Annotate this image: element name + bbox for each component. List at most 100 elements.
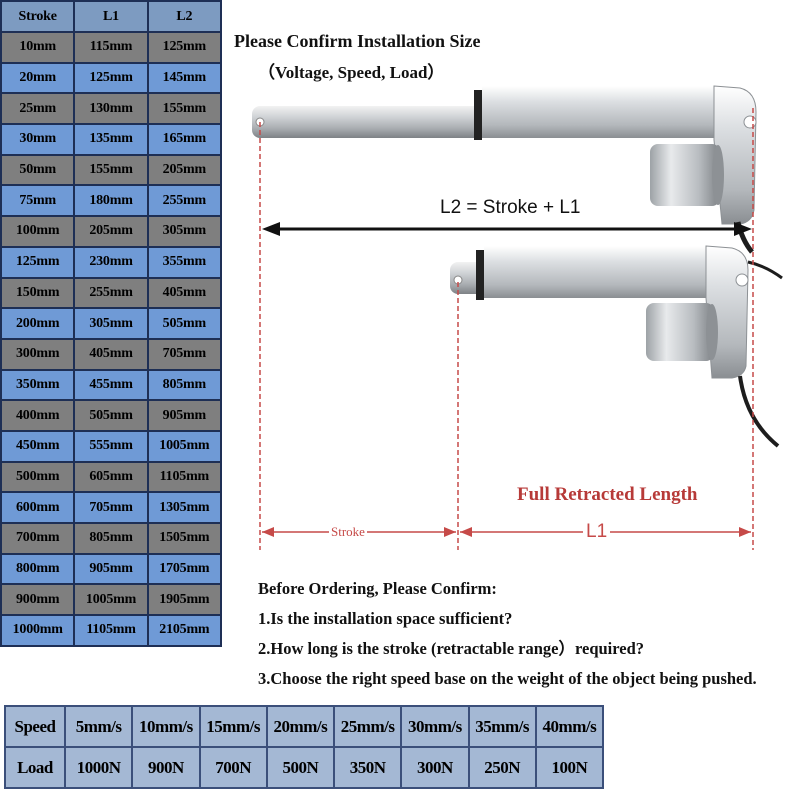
l2-cell: 1505mm [146, 522, 223, 555]
load-value-cell: 250N [467, 746, 537, 789]
l1-cell: 305mm [73, 307, 149, 340]
stroke-cell: 200mm [0, 307, 76, 340]
stroke-cell: 75mm [0, 184, 76, 218]
stroke-cell: 100mm [0, 215, 76, 248]
l2-cell: 805mm [146, 368, 223, 402]
retracted-cable [738, 375, 780, 448]
l2-cell: 2105mm [146, 614, 223, 647]
load-value-cell: 700N [198, 746, 268, 789]
stroke-cell: 600mm [0, 491, 76, 524]
size-table-header-row: Stroke L1 L2 [0, 0, 223, 33]
l1-cell: 1005mm [73, 583, 149, 617]
l1-dimension-label: L1 [583, 521, 611, 543]
speed-value-cell: 5mm/s [63, 705, 134, 748]
stroke-cell: 20mm [0, 61, 76, 95]
load-value-cell: 300N [400, 746, 470, 789]
speed-value-cell: 20mm/s [265, 705, 336, 748]
l2-cell: 1005mm [146, 429, 223, 463]
stroke-cell: 150mm [0, 276, 76, 310]
stroke-cell: 400mm [0, 399, 76, 432]
notes-heading: Before Ordering, Please Confirm: [258, 579, 497, 598]
l2-dimension-arrow [262, 222, 752, 236]
speed-row-header: Speed [4, 705, 66, 748]
full-retracted-length-label: Full Retracted Length [517, 484, 698, 505]
stroke-column-header: Stroke [0, 0, 76, 33]
l1-cell: 605mm [73, 460, 149, 494]
l2-cell: 405mm [146, 276, 223, 310]
load-value-cell: 350N [332, 746, 403, 789]
retracted-seal-ring [476, 250, 484, 300]
l2-cell: 1105mm [146, 460, 223, 494]
l1-cell: 555mm [73, 429, 149, 463]
retracted-actuator-image [450, 245, 783, 448]
l1-cell: 230mm [73, 245, 149, 279]
extended-rod [252, 106, 482, 138]
l2-cell: 165mm [146, 123, 223, 156]
retracted-body [484, 246, 706, 298]
l2-column-header: L2 [146, 0, 223, 33]
speed-value-cell: 35mm/s [467, 705, 537, 748]
stroke-cell: 125mm [0, 245, 76, 279]
l1-cell: 405mm [73, 337, 149, 371]
extended-body [482, 86, 714, 138]
stroke-cell: 800mm [0, 552, 76, 586]
l2-cell: 1905mm [146, 583, 223, 617]
stroke-cell: 25mm [0, 92, 76, 126]
l1-cell: 505mm [73, 399, 149, 432]
l1-cell: 135mm [73, 123, 149, 156]
stroke-cell: 30mm [0, 123, 76, 156]
stroke-cell: 300mm [0, 337, 76, 371]
l1-cell: 805mm [73, 522, 149, 555]
stroke-cell: 900mm [0, 583, 76, 617]
ordering-notes: Before Ordering, Please Confirm: 1.Is th… [258, 574, 757, 694]
l1-cell: 115mm [73, 31, 149, 64]
l2-cell: 705mm [146, 337, 223, 371]
note-item: 1.Is the installation space sufficient? [258, 609, 513, 628]
l2-cell: 355mm [146, 245, 223, 279]
extended-seal-ring [474, 90, 482, 140]
l2-cell: 155mm [146, 92, 223, 126]
note-item: 3.Choose the right speed base on the wei… [258, 669, 757, 688]
l2-cell: 255mm [146, 184, 223, 218]
extended-actuator-image [252, 85, 757, 254]
l1-cell: 130mm [73, 92, 149, 126]
speed-value-cell: 10mm/s [131, 705, 201, 748]
stroke-cell: 1000mm [0, 614, 76, 647]
l1-cell: 155mm [73, 153, 149, 187]
l1-cell: 255mm [73, 276, 149, 310]
stroke-cell: 50mm [0, 153, 76, 187]
speed-value-cell: 25mm/s [332, 705, 403, 748]
extended-motor [650, 144, 720, 206]
stroke-cell: 500mm [0, 460, 76, 494]
stroke-cell: 450mm [0, 429, 76, 463]
l2-cell: 205mm [146, 153, 223, 187]
l1-cell: 1105mm [73, 614, 149, 647]
load-value-cell: 1000N [63, 746, 134, 789]
installation-title: Please Confirm Installation Size [234, 31, 481, 51]
l2-cell: 505mm [146, 307, 223, 340]
l2-cell: 125mm [146, 31, 223, 64]
l2-cell: 905mm [146, 399, 223, 432]
note-item: 2.How long is the stroke (retractable ra… [258, 639, 645, 658]
l1-cell: 705mm [73, 491, 149, 524]
l2-formula-label: L2 = Stroke + L1 [440, 197, 581, 218]
